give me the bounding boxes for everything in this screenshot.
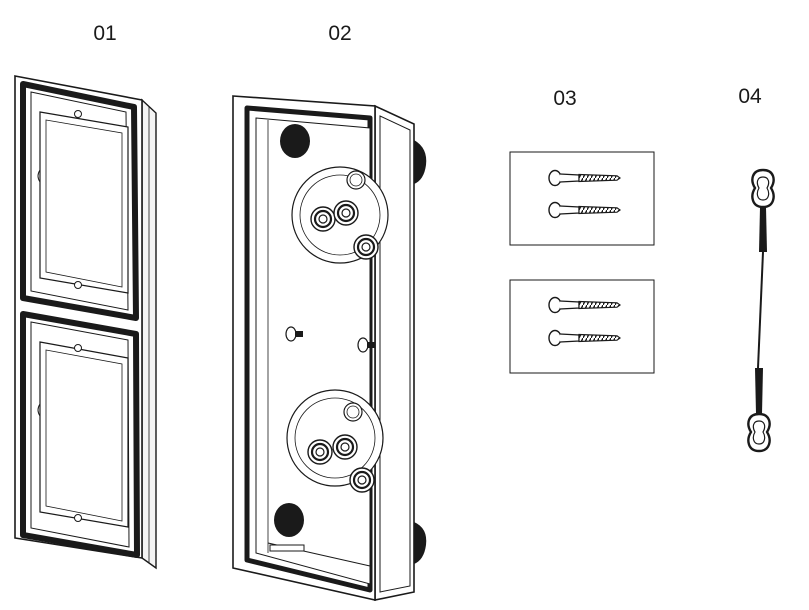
part-number-01: 01 — [93, 22, 116, 45]
mounting-screw-left — [285, 326, 303, 342]
part-02-speaker-housing — [232, 95, 427, 602]
part-number-02: 02 — [328, 22, 351, 45]
mounting-screw-right — [357, 337, 375, 353]
part-number-04: 04 — [738, 85, 762, 108]
part-03-screw-pack-upper — [509, 151, 655, 246]
part-03-screw-pack-lower — [509, 279, 655, 374]
part-04-safety-cable — [747, 168, 775, 453]
part-number-03: 03 — [553, 87, 576, 110]
part-01-double-frame — [14, 75, 157, 570]
